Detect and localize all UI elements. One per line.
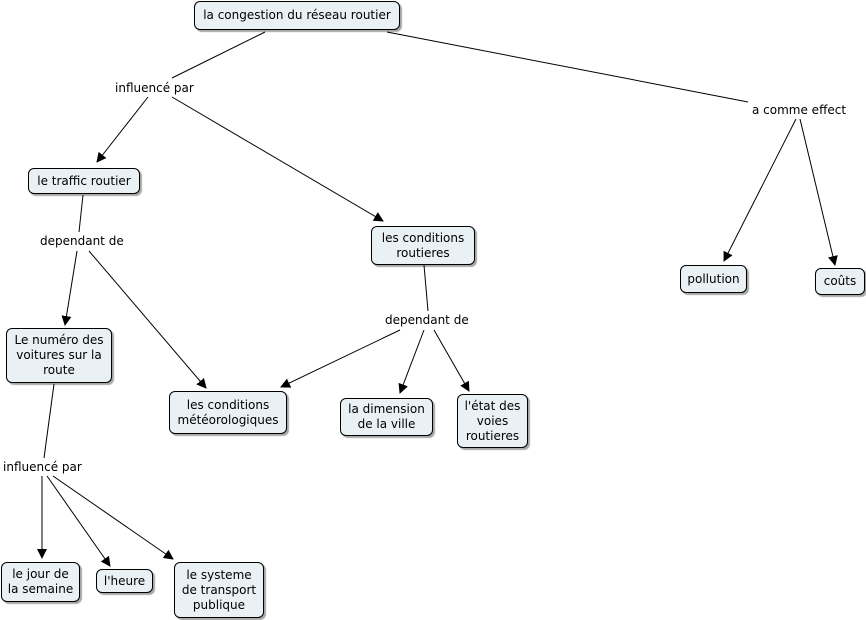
edge-influence2-heure (46, 475, 111, 567)
link-dependant-de-traffic: dependant de (38, 234, 126, 248)
concept-numero-voitures[interactable]: Le numéro des voitures sur la route (6, 328, 112, 383)
concept-conditions-routieres[interactable]: les conditions routieres (371, 226, 475, 265)
edge-effect-pollution (723, 118, 797, 262)
concept-heure[interactable]: l'heure (96, 569, 153, 593)
concept-conditions-meteo[interactable]: les conditions météorologiques (169, 391, 287, 434)
edge-dependant2-meteo (280, 329, 401, 388)
edge-traffic-dependant (78, 194, 84, 233)
edge-effect-couts (799, 118, 838, 266)
link-dependant-de-conditions: dependant de (383, 313, 471, 327)
concept-jour-semaine[interactable]: le jour de la semaine (1, 562, 80, 602)
edge-dependant2-dimension (398, 329, 425, 394)
edge-congestion-effect (386, 31, 749, 103)
concept-transport-public[interactable]: le systeme de transport publique (174, 562, 264, 618)
edge-conditions-dependant (423, 264, 429, 312)
concept-couts[interactable]: coûts (815, 268, 865, 295)
concept-pollution[interactable]: pollution (680, 265, 747, 293)
link-influence-par-top: influencé par (113, 81, 196, 95)
link-influence-par-bottom: influencé par (1, 460, 84, 474)
edge-congestion-influence (171, 31, 266, 79)
edge-influence2-transport (52, 475, 174, 560)
edge-influence-conditions (171, 96, 384, 222)
concept-dimension-ville[interactable]: la dimension de la ville (340, 398, 433, 436)
edge-dependant-meteo (88, 250, 207, 389)
edge-dependant-numero (61, 250, 78, 326)
concept-congestion[interactable]: la congestion du réseau routier (194, 1, 400, 30)
edge-influence-traffic (96, 96, 149, 163)
concept-traffic-routier[interactable]: le traffic routier (28, 168, 140, 194)
concept-etat-voies[interactable]: l'état des voies routieres (457, 394, 528, 448)
link-a-comme-effect: a comme effect (750, 103, 849, 117)
edge-numero-influence (43, 383, 55, 459)
edge-dependant2-etat (433, 329, 470, 392)
